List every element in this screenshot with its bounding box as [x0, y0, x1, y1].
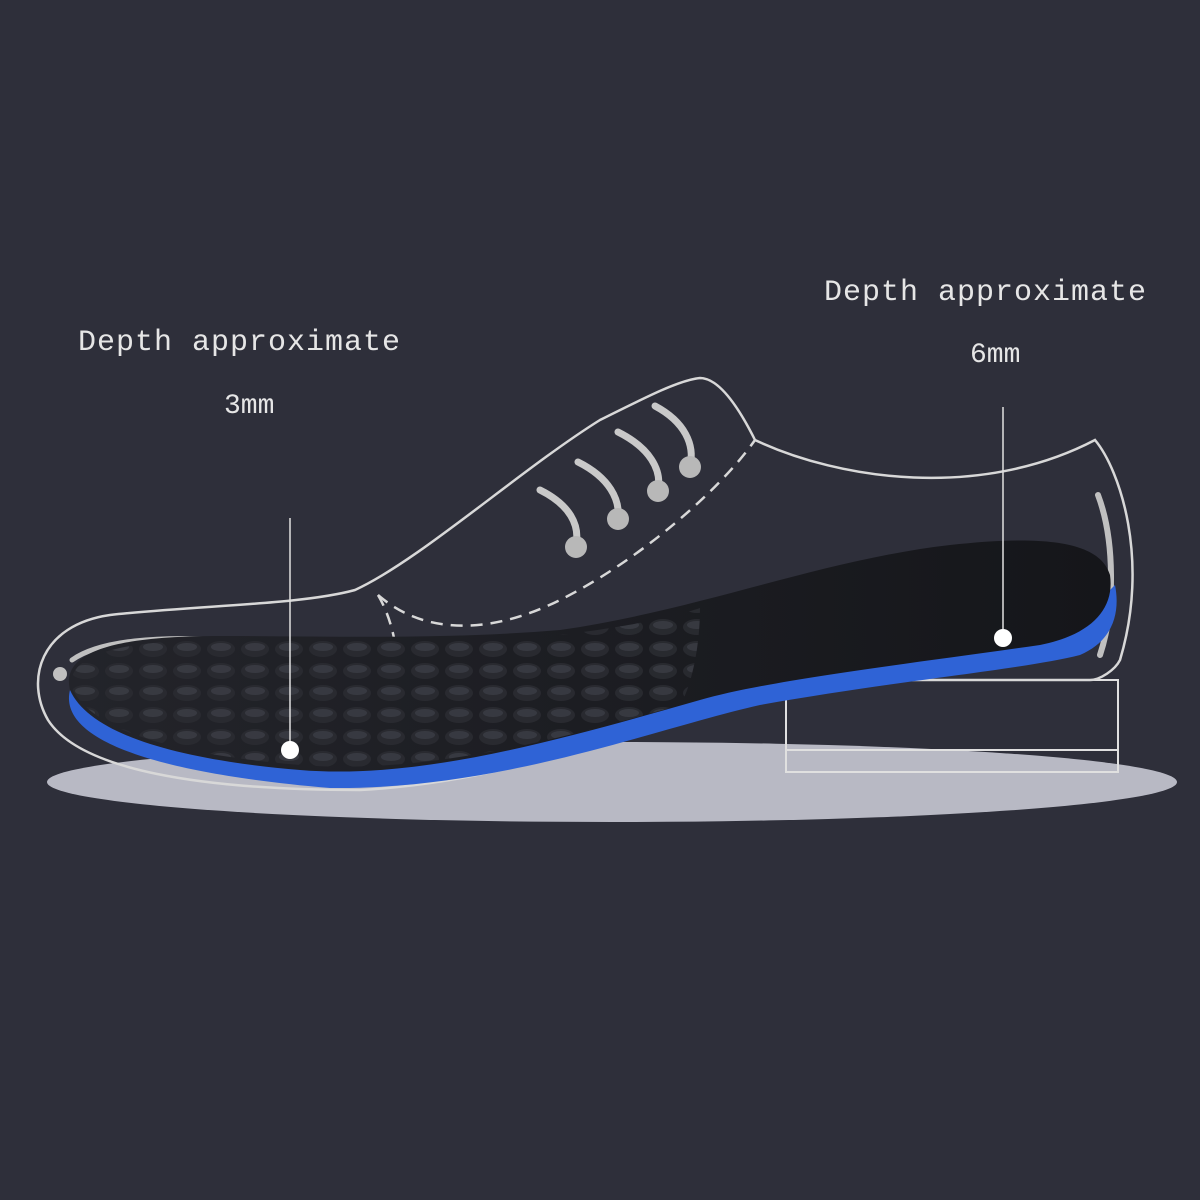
- depth-value-left: 3mm: [224, 391, 275, 422]
- shoe-outline: [36, 376, 1134, 792]
- pointer-dot-left: [281, 741, 299, 759]
- stitch-line: [377, 439, 757, 627]
- depth-label-left: Depth approximate: [78, 326, 402, 360]
- depth-label-right: Depth approximate: [824, 276, 1148, 310]
- eyelets: [565, 456, 701, 558]
- pointer-dot-right: [994, 629, 1012, 647]
- insole-base: [68, 585, 1117, 789]
- depth-value-right: 6mm: [970, 340, 1021, 371]
